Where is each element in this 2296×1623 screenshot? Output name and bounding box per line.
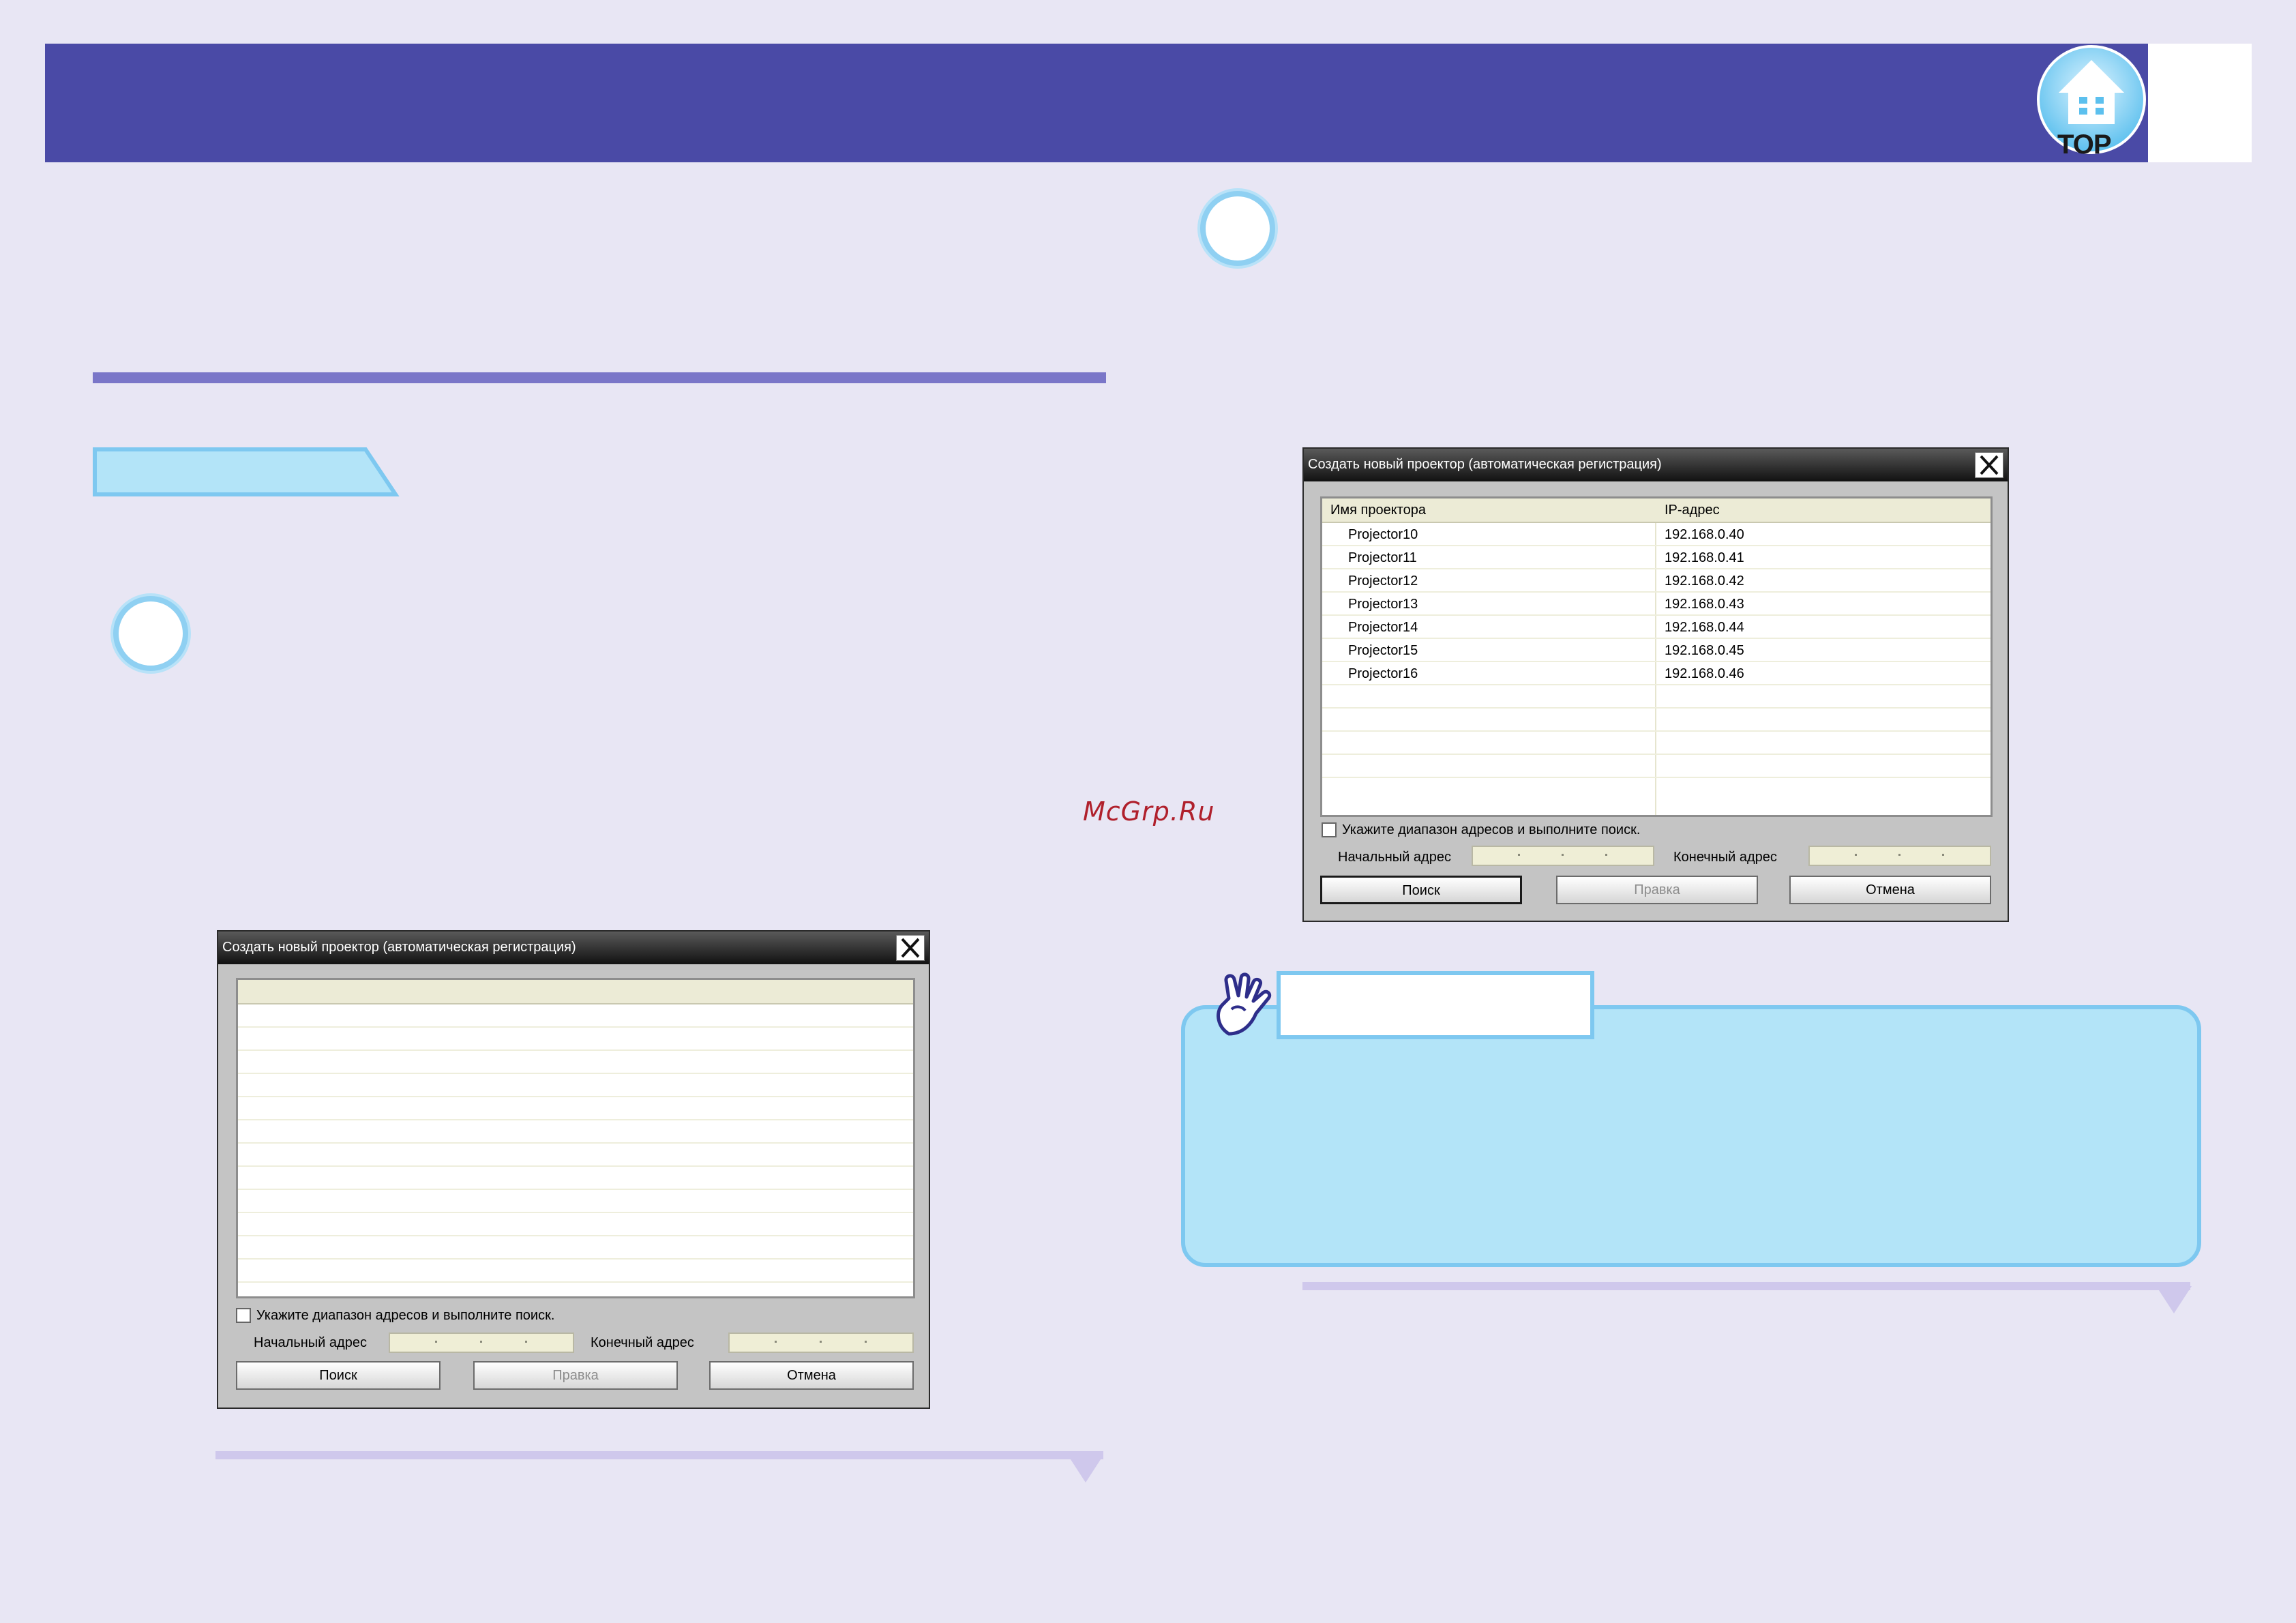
search-button[interactable]: Поиск — [236, 1361, 441, 1390]
ip-address-cell: 192.168.0.43 — [1665, 597, 1744, 612]
dialog-auto-registration-results: Создать новый проектор (автоматическая р… — [1302, 447, 2009, 922]
table-row[interactable] — [238, 1097, 913, 1120]
column-separator — [1655, 498, 1656, 815]
table-row[interactable] — [1322, 685, 1991, 709]
table-row[interactable] — [238, 1213, 913, 1236]
table-row[interactable] — [238, 1074, 913, 1097]
end-address-field[interactable] — [728, 1332, 914, 1353]
table-row[interactable] — [238, 1236, 913, 1260]
header-margin — [2148, 44, 2252, 162]
table-row[interactable] — [1322, 709, 1991, 732]
section-end-arrow — [1068, 1455, 1103, 1483]
projector-name-cell: Projector13 — [1348, 597, 1418, 612]
projector-name-cell: Projector10 — [1348, 527, 1418, 542]
tip-end-rule — [1302, 1282, 2190, 1290]
projector-name-cell: Projector11 — [1348, 550, 1417, 565]
table-row[interactable] — [1322, 732, 1991, 755]
ip-address-cell: 192.168.0.41 — [1665, 550, 1744, 565]
table-row[interactable]: Projector15 192.168.0.45 — [1322, 639, 1991, 662]
cancel-button[interactable]: Отмена — [709, 1361, 914, 1390]
end-address-field[interactable] — [1808, 846, 1991, 866]
range-checkbox[interactable] — [236, 1308, 251, 1323]
projector-name-cell: Projector15 — [1348, 643, 1418, 658]
tip-label — [1277, 971, 1594, 1039]
section-rule — [93, 372, 1106, 383]
table-row[interactable] — [238, 1004, 913, 1028]
top-logo-text: TOP — [2057, 130, 2112, 160]
range-checkbox-label: Укажите диапазон адресов и выполните пои… — [1342, 822, 1641, 837]
dialog-title: Создать новый проектор (автоматическая р… — [1308, 457, 1662, 472]
list-rows — [238, 1004, 913, 1283]
ip-address-cell: 192.168.0.45 — [1665, 643, 1744, 658]
start-address-field[interactable] — [1472, 846, 1654, 866]
tip-end-arrow — [2156, 1286, 2192, 1313]
table-row[interactable]: Projector16 192.168.0.46 — [1322, 662, 1991, 685]
projector-name-cell: Projector16 — [1348, 666, 1418, 681]
projector-list[interactable] — [236, 978, 915, 1298]
dialog-title: Создать новый проектор (автоматическая р… — [222, 940, 576, 955]
table-row[interactable]: Projector11 192.168.0.41 — [1322, 546, 1991, 569]
table-row[interactable]: Projector10 192.168.0.40 — [1322, 523, 1991, 546]
cancel-button[interactable]: Отмена — [1789, 876, 1991, 904]
start-address-field[interactable] — [389, 1332, 574, 1353]
procedure-tab — [93, 447, 400, 496]
end-address-label: Конечный адрес — [591, 1335, 694, 1350]
range-checkbox-label: Укажите диапазон адресов и выполните пои… — [256, 1308, 555, 1323]
list-header — [238, 980, 913, 1004]
projector-name-cell: Projector14 — [1348, 620, 1418, 635]
ip-address-cell: 192.168.0.40 — [1665, 527, 1744, 542]
projector-list[interactable]: Имя проектора IP-адрес Projector10 192.16… — [1320, 496, 1993, 817]
edit-button[interactable]: Правка — [473, 1361, 678, 1390]
search-button[interactable]: Поиск — [1320, 876, 1522, 904]
column-header-name[interactable]: Имя проектора — [1330, 503, 1426, 518]
tip-box — [1181, 1005, 2201, 1267]
column-header-ip[interactable]: IP-адрес — [1665, 503, 1720, 518]
list-header: Имя проектора IP-адрес — [1322, 498, 1991, 523]
header-bar — [45, 44, 2149, 162]
pointing-hand-icon — [1208, 968, 1283, 1043]
start-address-label: Начальный адрес — [254, 1335, 367, 1350]
ip-address-cell: 192.168.0.46 — [1665, 666, 1744, 681]
projector-name-cell: Projector12 — [1348, 574, 1418, 589]
step-number-circle — [113, 596, 188, 671]
table-row[interactable] — [238, 1260, 913, 1283]
section-end-rule — [215, 1451, 1103, 1459]
ip-address-cell: 192.168.0.44 — [1665, 620, 1744, 635]
dialog-titlebar: Создать новый проектор (автоматическая р… — [218, 932, 929, 964]
dialog-auto-registration-empty: Создать новый проектор (автоматическая р… — [217, 930, 930, 1409]
table-row[interactable]: Projector12 192.168.0.42 — [1322, 569, 1991, 593]
table-row[interactable] — [1322, 755, 1991, 778]
range-checkbox[interactable] — [1322, 822, 1337, 837]
start-address-label: Начальный адрес — [1338, 850, 1451, 865]
end-address-label: Конечный адрес — [1673, 850, 1777, 865]
ip-address-cell: 192.168.0.42 — [1665, 574, 1744, 589]
step-number-circle — [1200, 191, 1275, 266]
table-row[interactable]: Projector13 192.168.0.43 — [1322, 593, 1991, 616]
table-row[interactable] — [238, 1120, 913, 1144]
top-logo-icon[interactable]: TOP — [2036, 42, 2147, 165]
table-row[interactable] — [238, 1144, 913, 1167]
table-row[interactable] — [238, 1051, 913, 1074]
table-row[interactable] — [238, 1028, 913, 1051]
table-row[interactable]: Projector14 192.168.0.44 — [1322, 616, 1991, 639]
dialog-titlebar: Создать новый проектор (автоматическая р… — [1304, 449, 2008, 481]
edit-button[interactable]: Правка — [1556, 876, 1758, 904]
table-row[interactable] — [238, 1167, 913, 1190]
table-row[interactable] — [238, 1190, 913, 1213]
close-icon[interactable] — [1975, 452, 2003, 478]
close-icon[interactable] — [896, 935, 925, 961]
watermark: McGrp.Ru — [1083, 796, 1215, 827]
